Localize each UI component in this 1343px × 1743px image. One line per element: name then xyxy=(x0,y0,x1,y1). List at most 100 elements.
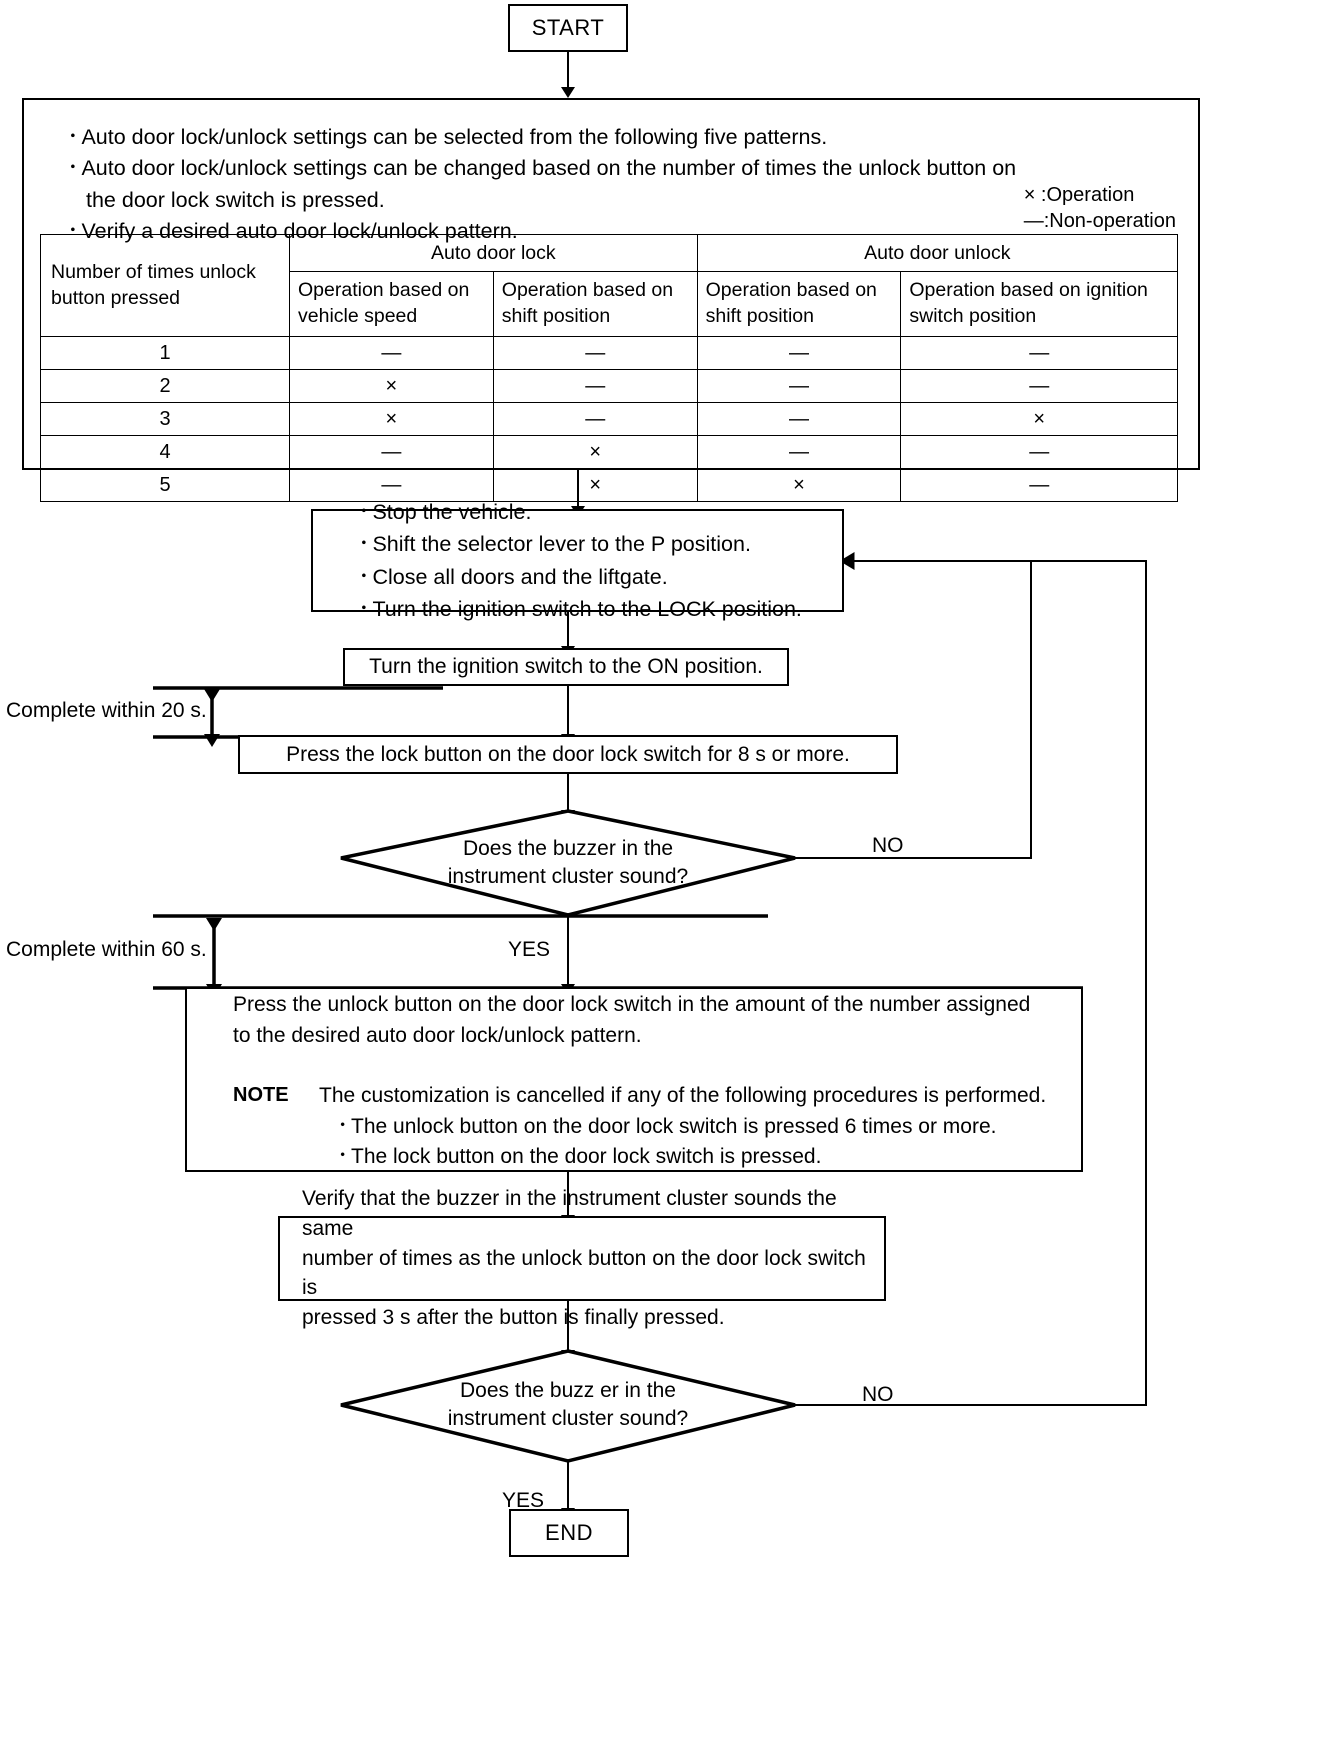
preparation-bullet-list: Stop the vehicle. Shift the selector lev… xyxy=(313,486,842,634)
note-lines: The customization is cancelled if any of… xyxy=(319,1081,1055,1172)
end-terminal: END xyxy=(509,1509,629,1557)
sub-header-4-line-1: Operation based on ignition xyxy=(909,279,1148,302)
decision-1-line-2: instrument cluster sound? xyxy=(447,865,689,889)
decision-1-shape xyxy=(340,809,796,917)
press-unlock-content: Press the unlock button on the door lock… xyxy=(187,970,1081,1188)
pattern-table: Number of times unlock button pressed Au… xyxy=(40,234,1179,502)
sub-header-3: Operation based on shift position xyxy=(696,271,902,337)
sub-header-4-line-2: switch position xyxy=(909,305,1037,327)
row-3-col-3: — xyxy=(696,402,902,436)
note-item-2: The lock button on the door lock switch … xyxy=(319,1142,1055,1172)
sub-header-2-line-2: shift position xyxy=(501,305,611,327)
timing-20s-label: Complete within 20 s. xyxy=(6,699,207,722)
decision-2-text: Does the buzz er in the instrument clust… xyxy=(341,1377,795,1433)
connector-decision2-no-loop xyxy=(795,560,1147,1406)
group-header-auto-door-lock: Auto door lock xyxy=(289,234,698,272)
sub-header-1-line-2: vehicle speed xyxy=(298,305,418,327)
row-3-number: 3 xyxy=(40,402,290,436)
decision-2-line-1: Does the buzz er in the xyxy=(460,1379,676,1402)
prep-bullet-3: Close all doors and the liftgate. xyxy=(357,561,842,593)
row-2-col-4: — xyxy=(900,369,1178,403)
row-2-col-2: — xyxy=(492,369,698,403)
row-4-col-4: — xyxy=(900,435,1178,469)
info-bullet-2-continuation: the door lock switch is pressed. xyxy=(86,187,385,212)
timing-60s-label: Complete within 60 s. xyxy=(6,938,207,961)
sub-header-3-line-1: Operation based on xyxy=(705,279,877,302)
decision-1-yes-label: YES xyxy=(508,938,551,961)
sub-header-1-line-1: Operation based on xyxy=(298,279,470,302)
legend-operation: × :Operation xyxy=(1023,184,1135,206)
sub-header-2: Operation based on shift position xyxy=(492,271,698,337)
table-header-row-2: Operation based on vehicle speed Operati… xyxy=(41,271,1178,337)
preparation-box: Stop the vehicle. Shift the selector lev… xyxy=(311,500,844,621)
row-header-line-1: Number of times unlock xyxy=(51,260,256,283)
table-row: 3 × — — × xyxy=(40,402,1178,436)
press-unlock-note-box: Press the unlock button on the door lock… xyxy=(185,987,1083,1172)
table-row: 4 — × — — xyxy=(40,435,1178,469)
info-bullet-1: Auto door lock/unlock settings can be se… xyxy=(66,122,1198,153)
sub-header-1: Operation based on vehicle speed xyxy=(289,271,494,337)
verify-buzzer-box: Verify that the buzzer in the instrument… xyxy=(278,1187,886,1329)
decision-1-no-label: NO xyxy=(872,834,904,857)
decision-2-line-2: instrument cluster sound? xyxy=(447,1407,689,1431)
verify-content: Verify that the buzzer in the instrument… xyxy=(280,1172,884,1345)
press-unlock-line-2: to the desired auto door lock/unlock pat… xyxy=(233,1023,642,1047)
row-2-col-1: × xyxy=(289,369,494,403)
note-tag: NOTE xyxy=(233,1084,289,1107)
table-row: 1 — — — — xyxy=(40,336,1178,370)
ignition-on-box: Turn the ignition switch to the ON posit… xyxy=(343,648,789,686)
note-main-line: The customization is cancelled if any of… xyxy=(319,1084,1047,1108)
row-3-col-2: — xyxy=(492,402,698,436)
decision-2: Does the buzz er in the instrument clust… xyxy=(341,1351,795,1461)
row-1-number: 1 xyxy=(40,336,290,370)
decision-1-text: Does the buzzer in the instrument cluste… xyxy=(341,835,795,891)
table-row-header-label: Number of times unlock button pressed xyxy=(40,234,290,337)
decision-1: Does the buzzer in the instrument cluste… xyxy=(341,811,795,916)
row-2-number: 2 xyxy=(40,369,290,403)
table-header-row-1: Number of times unlock button pressed Au… xyxy=(40,234,1179,337)
row-1-col-4: — xyxy=(900,336,1178,370)
decision-2-yes-label: YES xyxy=(502,1489,545,1512)
prep-bullet-1: Stop the vehicle. xyxy=(357,496,842,528)
info-bullet-2: Auto door lock/unlock settings can be ch… xyxy=(66,153,1198,184)
legend-non-operation: —:Non-operation xyxy=(1023,210,1176,232)
start-label: START xyxy=(531,15,605,41)
sub-header-3-line-2: shift position xyxy=(705,305,814,327)
row-1-col-2: — xyxy=(492,336,698,370)
press-lock-box: Press the lock button on the door lock s… xyxy=(238,735,898,774)
row-3-col-1: × xyxy=(289,402,494,436)
decision-1-line-1: Does the buzzer in the xyxy=(462,837,674,860)
decision-2-shape xyxy=(340,1349,796,1463)
sub-header-2-line-1: Operation based on xyxy=(501,279,674,302)
decision-2-no-label: NO xyxy=(862,1383,894,1406)
row-4-col-3: — xyxy=(696,435,902,469)
row-1-col-1: — xyxy=(289,336,494,370)
row-4-col-1: — xyxy=(289,435,494,469)
row-5-number: 5 xyxy=(40,468,290,502)
row-5-col-4: — xyxy=(900,468,1178,502)
row-header-line-2: button pressed xyxy=(51,286,181,309)
note-row: NOTE The customization is cancelled if a… xyxy=(233,1081,1055,1172)
table-row: 2 × — — — xyxy=(40,369,1178,403)
sub-header-4: Operation based on ignition switch posit… xyxy=(900,271,1178,337)
end-label: END xyxy=(545,1520,593,1546)
verify-line-2: number of times as the unlock button on … xyxy=(302,1246,866,1300)
row-3-col-4: × xyxy=(900,402,1178,436)
prep-bullet-4: Turn the ignition switch to the LOCK pos… xyxy=(357,593,842,625)
group-header-auto-door-unlock: Auto door unlock xyxy=(696,234,1179,272)
prep-bullet-2: Shift the selector lever to the P positi… xyxy=(357,528,842,560)
ignition-on-label: Turn the ignition switch to the ON posit… xyxy=(369,655,763,679)
row-4-number: 4 xyxy=(40,435,290,469)
row-2-col-3: — xyxy=(696,369,902,403)
info-and-pattern-box: Auto door lock/unlock settings can be se… xyxy=(22,98,1200,502)
verify-line-3: pressed 3 s after the button is finally … xyxy=(302,1306,725,1330)
row-4-col-2: × xyxy=(492,435,698,469)
press-unlock-line-1: Press the unlock button on the door lock… xyxy=(233,993,1031,1017)
row-1-col-3: — xyxy=(696,336,902,370)
press-lock-label: Press the lock button on the door lock s… xyxy=(286,742,850,766)
note-item-1: The unlock button on the door lock switc… xyxy=(319,1112,1055,1142)
start-terminal: START xyxy=(508,4,628,52)
legend: × :Operation —:Non-operation xyxy=(1024,182,1176,234)
info-bullet-list: Auto door lock/unlock settings can be se… xyxy=(24,100,1198,248)
